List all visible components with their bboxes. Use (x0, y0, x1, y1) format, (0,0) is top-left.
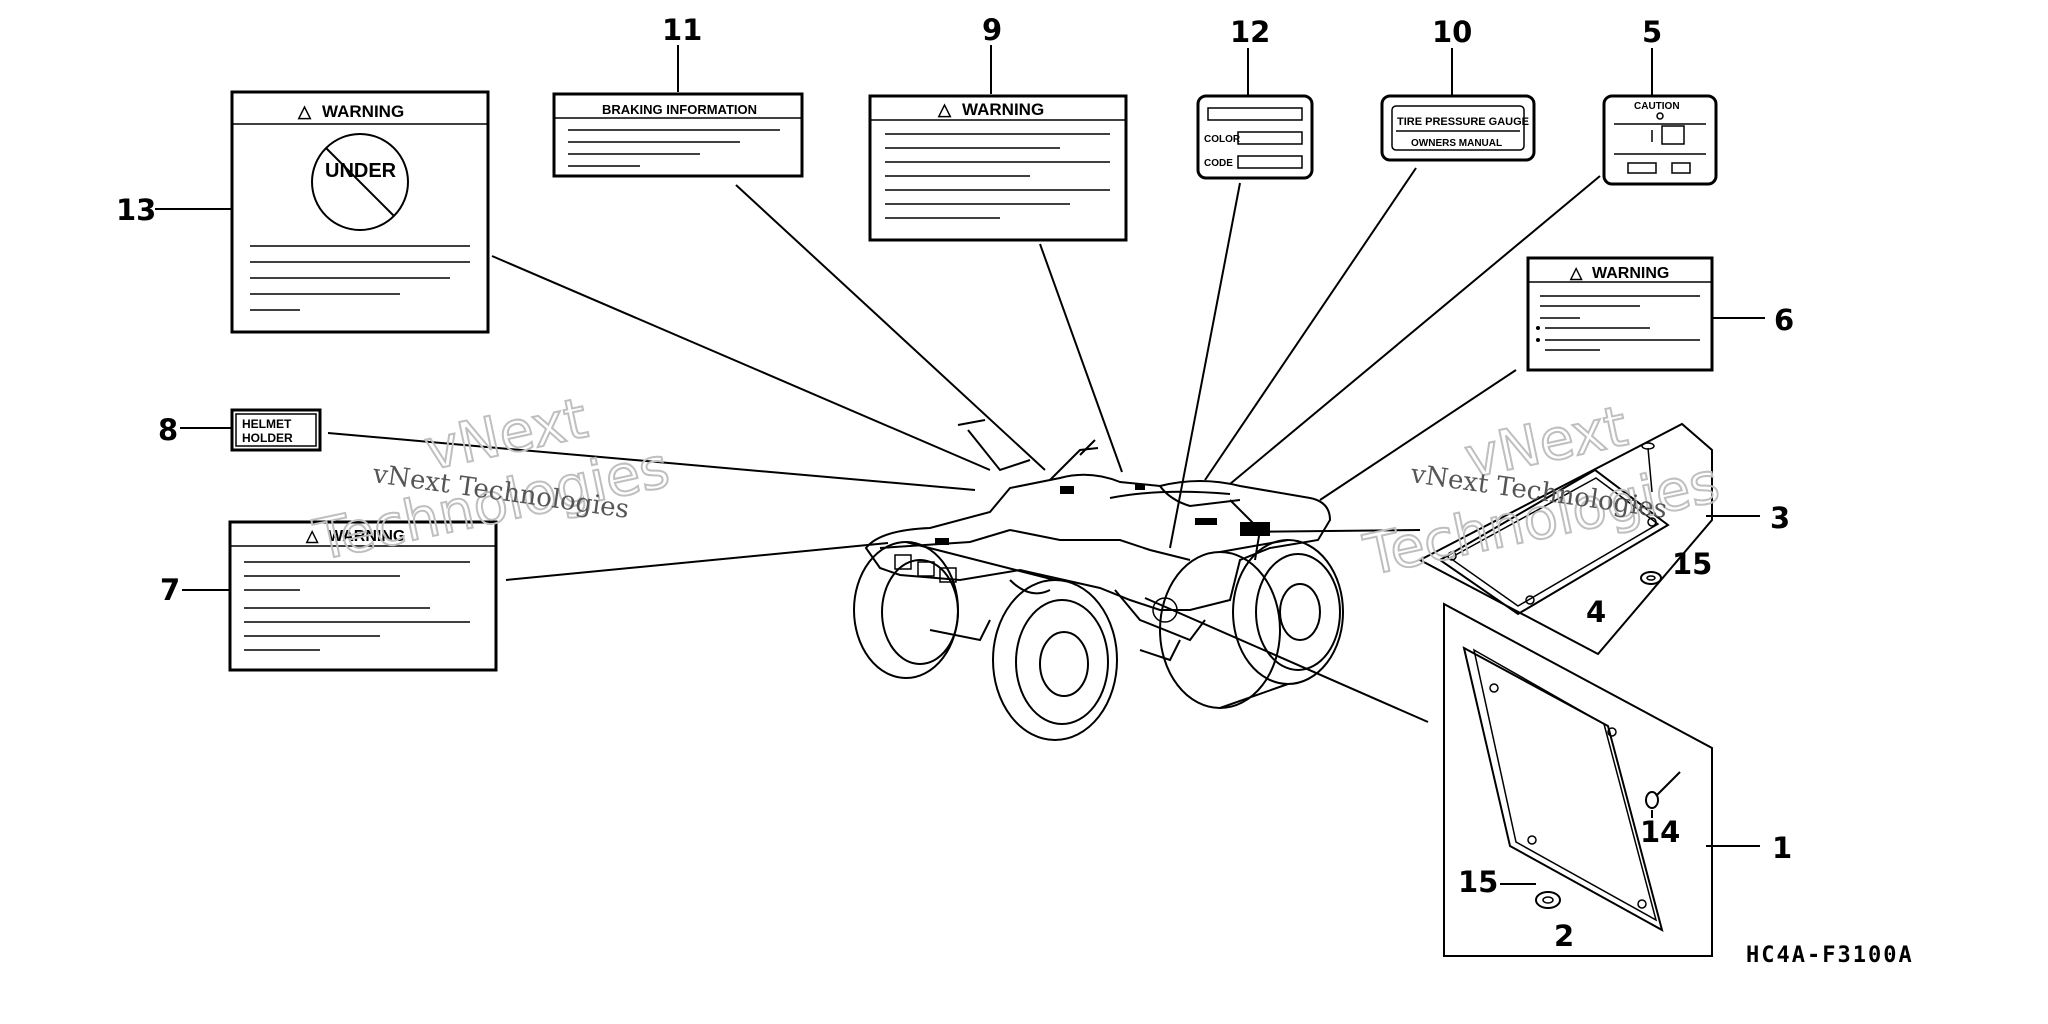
label-13-title: WARNING (322, 102, 404, 121)
callout-8: 8 (158, 413, 178, 447)
label-6-title: WARNING (1592, 265, 1669, 282)
color-text: COLOR (1204, 134, 1241, 145)
plate-assembly-lower (1443, 602, 1713, 957)
warning-triangle-icon: △ (305, 528, 319, 545)
label-12-color-code: COLOR CODE (1196, 94, 1314, 180)
callout-13: 13 (116, 193, 156, 227)
tire-gauge-text: TIRE PRESSURE GAUGE (1397, 116, 1529, 128)
callout-15-lower: 15 (1458, 865, 1498, 899)
caution-text: CAUTION (1634, 101, 1680, 112)
callout-2: 2 (1554, 919, 1574, 953)
label-10-tire-gauge: TIRE PRESSURE GAUGE OWNERS MANUAL (1380, 94, 1536, 162)
callout-10: 10 (1432, 15, 1472, 49)
callout-11: 11 (662, 13, 702, 47)
warning-triangle-icon: △ (937, 100, 952, 119)
callout-9: 9 (982, 13, 1002, 47)
helmet-text: HELMET (242, 417, 292, 431)
callout-6: 6 (1774, 303, 1794, 337)
label-6-warning: △ WARNING (1526, 256, 1714, 372)
callout-15-upper: 15 (1672, 547, 1712, 581)
callout-3: 3 (1770, 501, 1790, 535)
callout-1: 1 (1772, 831, 1792, 865)
warning-triangle-icon: △ (297, 102, 312, 121)
callout-7: 7 (160, 573, 180, 607)
callout-numbers: 1 2 3 4 5 6 7 8 9 10 11 12 13 14 15 15 (116, 13, 1794, 953)
label-7-title: WARNING (328, 528, 405, 545)
callout-5: 5 (1642, 15, 1662, 49)
code-text: CODE (1204, 158, 1233, 169)
label-5-caution: CAUTION (1602, 94, 1718, 186)
label-11-title: BRAKING INFORMATION (602, 102, 757, 117)
atv-drawing (853, 419, 1344, 741)
label-11-braking-info: BRAKING INFORMATION (552, 92, 804, 178)
callout-14: 14 (1640, 815, 1680, 849)
leader-lines (155, 45, 1765, 847)
holder-text: HOLDER (242, 431, 293, 445)
plate-assembly-upper (1417, 422, 1713, 656)
callout-12: 12 (1230, 15, 1270, 49)
label-7-warning: △ WARNING (228, 520, 498, 672)
label-9-warning: △ WARNING (868, 94, 1128, 242)
warning-triangle-icon: △ (1569, 265, 1583, 282)
callout-4: 4 (1586, 595, 1606, 629)
owners-manual-text: OWNERS MANUAL (1411, 138, 1502, 149)
label-9-title: WARNING (962, 100, 1044, 119)
label-13-warning-under: △ WARNING UNDER (230, 90, 490, 334)
label-8-helmet-holder: HELMET HOLDER (230, 408, 322, 452)
under-text: UNDER (325, 160, 397, 182)
diagram-code: HC4A-F3100A (1746, 943, 1914, 968)
